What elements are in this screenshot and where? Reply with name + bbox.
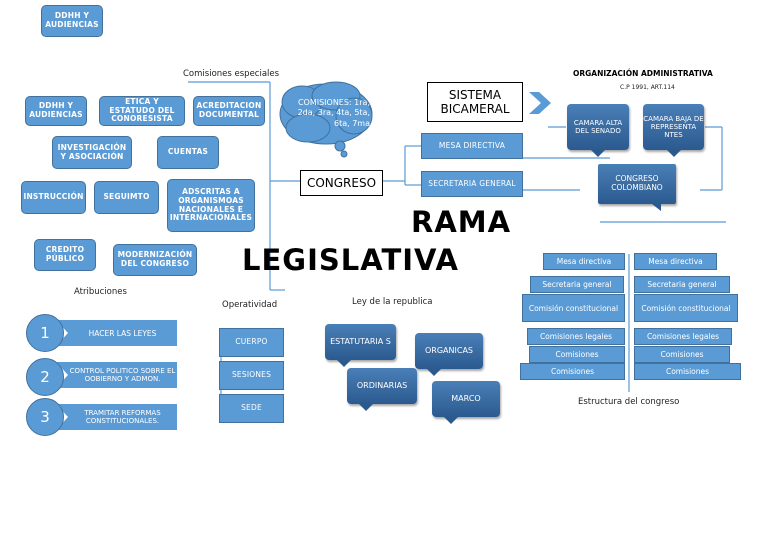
comision-credito: CREDITO PÚBLICO bbox=[34, 239, 96, 271]
atribucion-number-2: 2 bbox=[26, 358, 64, 396]
camara-baja-box: CAMARA BAJA DE REPRESENTA NTES bbox=[643, 104, 704, 157]
estructura-right-secretaria: Secretaria general bbox=[634, 276, 730, 293]
comisiones-cloud-text: COMISIONES: 1ra, 2da, 3ra, 4ta, 5ta, 6ta… bbox=[297, 98, 370, 128]
organizacion-heading: ORGANIZACIÓN ADMINISTRATIVA bbox=[573, 69, 713, 78]
chevron-right-icon bbox=[529, 92, 551, 114]
comisiones-cloud-icon bbox=[279, 81, 373, 158]
estructura-left-secretaria: Secretaria general bbox=[530, 276, 624, 293]
estructura-right-legales: Comisiones legales bbox=[634, 328, 732, 345]
operatividad-sede: SEDE bbox=[219, 394, 284, 423]
ley-heading: Ley de la republica bbox=[352, 297, 433, 307]
estructura-right-mesa: Mesa directiva bbox=[634, 253, 717, 270]
mesa-directiva-box: MESA DIRECTIVA bbox=[421, 133, 523, 159]
estructura-right-comisiones-2: Comisiones bbox=[634, 363, 741, 380]
estructura-left-constitucional: Comisión constitucional bbox=[522, 294, 625, 322]
comisiones-especiales-heading: Comisiones especiales bbox=[183, 69, 280, 79]
atribucion-number-3: 3 bbox=[26, 398, 64, 436]
congreso-colombiano-box: CONGRESO COLOMBIANO bbox=[598, 164, 676, 211]
ley-estatutarias: ESTATUTARIA S bbox=[325, 324, 396, 367]
comision-etica: ETICA Y ESTATUDO DEL CONORESISTA bbox=[99, 96, 185, 126]
estructura-left-legales: Comisiones legales bbox=[527, 328, 625, 345]
title-line1: RAMA bbox=[411, 205, 512, 239]
atribucion-control-politico: CONTROL POLITICO SOBRE EL OOBIERNO Y ADM… bbox=[56, 362, 177, 388]
ley-ordinarias: ORDINARIAS bbox=[347, 368, 417, 411]
comision-acreditacion: ACREDITACION DOCUMENTAL bbox=[193, 96, 265, 126]
operatividad-sesiones: SESIONES bbox=[219, 361, 284, 390]
ley-marco: MARCO bbox=[432, 381, 500, 424]
comision-investigacion: INVESTIGACIÓN Y ASOCIACIÓN bbox=[52, 136, 132, 169]
atribuciones-heading: Atribuciones bbox=[74, 287, 127, 297]
sistema-bicameral-box: SISTEMA BICAMERAL bbox=[427, 82, 523, 122]
atribucion-hacer-leyes: HACER LAS LEYES bbox=[56, 320, 177, 346]
estructura-right-constitucional: Comisión constitucional bbox=[634, 294, 738, 322]
camara-alta-box: CAMARA ALTA DEL SENADO bbox=[567, 104, 629, 157]
comision-seguimiento: SEGUIMTO bbox=[94, 181, 159, 214]
atribucion-number-1: 1 bbox=[26, 314, 64, 352]
atribucion-reformas: TRAMITAR REFORMAS CONSTITUCIONALES. bbox=[56, 404, 177, 430]
operatividad-heading: Operatividad bbox=[222, 300, 278, 310]
estructura-right-comisiones-1: Comisiones bbox=[634, 346, 730, 363]
estructura-left-comisiones-1: Comisiones bbox=[529, 346, 625, 363]
organizacion-sub: C.P 1991, ART.114 bbox=[620, 84, 675, 91]
operatividad-cuerpo: CUERPO bbox=[219, 328, 284, 357]
comision-modernizacion: MODERNIZACIÓN DEL CONGRESO bbox=[113, 244, 197, 276]
congreso-box: CONGRESO bbox=[300, 170, 383, 196]
estructura-heading: Estructura del congreso bbox=[578, 397, 680, 407]
estructura-left-mesa: Mesa directiva bbox=[543, 253, 625, 270]
comision-ddhh: DDHH Y AUDIENCIAS bbox=[25, 96, 87, 126]
top-ddhh-box: DDHH Y AUDIENCIAS bbox=[41, 5, 103, 37]
estructura-left-comisiones-2: Comisiones bbox=[520, 363, 625, 380]
comision-adscritas: ADSCRITAS A ORGANISMOAS NACIONALES E INT… bbox=[167, 179, 255, 232]
comision-cuentas: CUENTAS bbox=[157, 136, 219, 169]
ley-organicas: ORGANICAS bbox=[415, 333, 483, 376]
secretaria-general-box: SECRETARIA GENERAL bbox=[421, 171, 523, 197]
comision-instruccion: INSTRUCCIÓN bbox=[21, 181, 86, 214]
title-line2: LEGISLATIVA bbox=[242, 243, 459, 277]
